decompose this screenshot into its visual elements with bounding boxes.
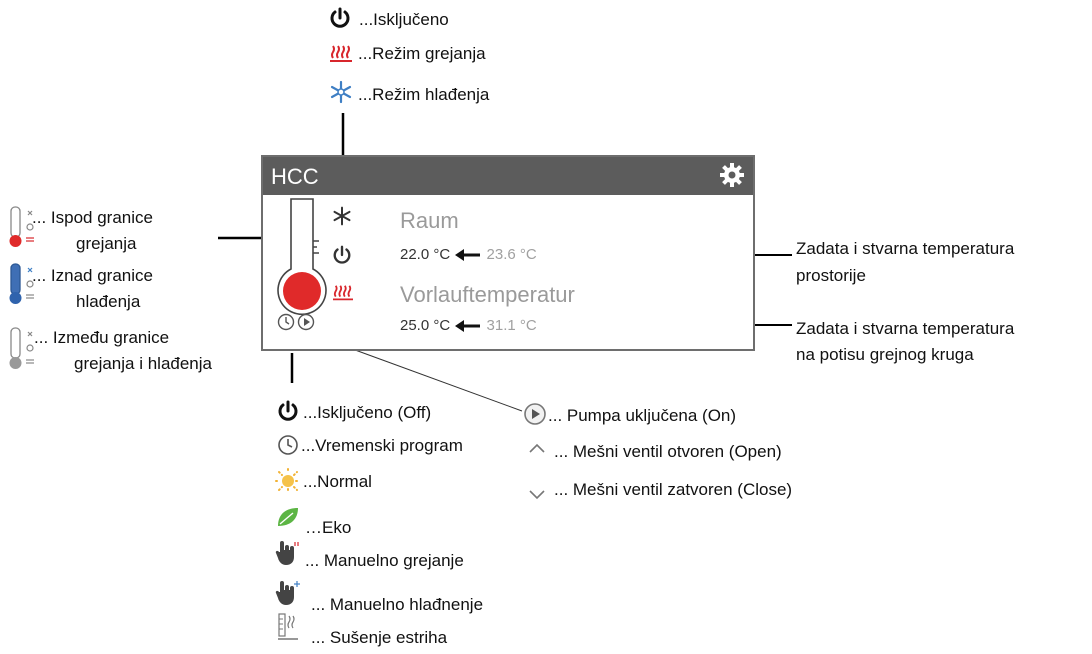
room-label: Raum [400,208,459,233]
below-heating-line1: ... Ispod granice [32,208,153,227]
snowflake-status-icon [333,206,351,226]
valve-close-label: ... Mešni ventil zatvoren (Close) [554,480,793,499]
room-actual-temp: 23.6 °C [486,246,537,263]
room-set-temp: 22.0 °C [400,246,451,263]
chevron-up-icon [529,443,545,453]
valve-open-label: ... Mešni ventil otvoren (Open) [554,442,782,461]
arrow-left-icon [455,320,481,333]
thermometer-red-icon [9,206,34,247]
program-off-label: ...Isključeno (Off) [303,403,432,422]
flow-callout-line1: Zadata i stvarna temperatura [796,319,1015,338]
arrow-left-icon [455,249,481,262]
hand-heating-icon [275,541,299,565]
hand-cooling-icon [275,581,300,605]
screed-drying-icon [278,613,298,640]
play-status-icon [297,313,315,331]
room-callout-line1: Zadata i stvarna temperatura [796,239,1015,258]
above-cooling-line1: ... Iznad granice [32,266,153,285]
power-off-icon [278,400,298,421]
room-temps: 22.0 °C 23.6 °C [400,246,537,264]
between-line1: ... Između granice [34,328,170,347]
thermometer-icon [277,198,327,315]
pump-on-label: ... Pumpa uključena (On) [548,406,737,425]
leaf-icon [278,508,298,526]
mode-off-label: ...Isključeno [359,10,449,29]
flow-temps: 25.0 °C 31.1 °C [400,317,537,335]
snowflake-icon [330,80,352,104]
flow-actual-temp: 31.1 °C [486,317,537,334]
sun-icon [275,468,301,494]
clock-icon [278,435,298,455]
power-icon [330,7,350,28]
hcc-widget[interactable]: HCC [261,155,755,351]
between-line2: grejanja i hlađenja [74,354,212,373]
above-cooling-line2: hlađenja [76,292,141,311]
thermometer-grey-icon [9,327,34,369]
flow-set-temp: 25.0 °C [400,317,451,334]
chevron-down-icon [529,490,545,500]
below-heating-line2: grejanja [76,234,137,253]
heating-mode-icon [330,45,352,62]
gear-icon[interactable] [719,162,745,188]
flow-label: Vorlauftemperatur [400,282,575,307]
pump-play-icon [524,403,546,425]
mode-cooling-label: ...Režim hlađenja [358,85,490,104]
widget-header: HCC [263,157,753,195]
heating-status-icon [333,285,353,301]
program-manual-heat-label: ... Manuelno grejanje [305,551,464,570]
clock-status-icon [277,313,295,331]
widget-title: HCC [271,164,319,189]
mode-heating-label: ...Režim grejanja [358,44,486,63]
program-normal-label: ...Normal [303,472,372,491]
program-timer-label: ...Vremenski program [301,436,463,455]
room-callout-line2: prostorije [796,266,866,285]
program-manual-cool-label: ... Manuelno hlađnenje [311,595,484,614]
power-status-icon [333,245,351,264]
program-eco-label: …Eko [305,518,352,537]
program-screed-label: ... Sušenje estriha [311,628,448,647]
flow-callout-line2: na potisu grejnog kruga [796,345,974,364]
thermometer-blue-icon [9,263,34,304]
